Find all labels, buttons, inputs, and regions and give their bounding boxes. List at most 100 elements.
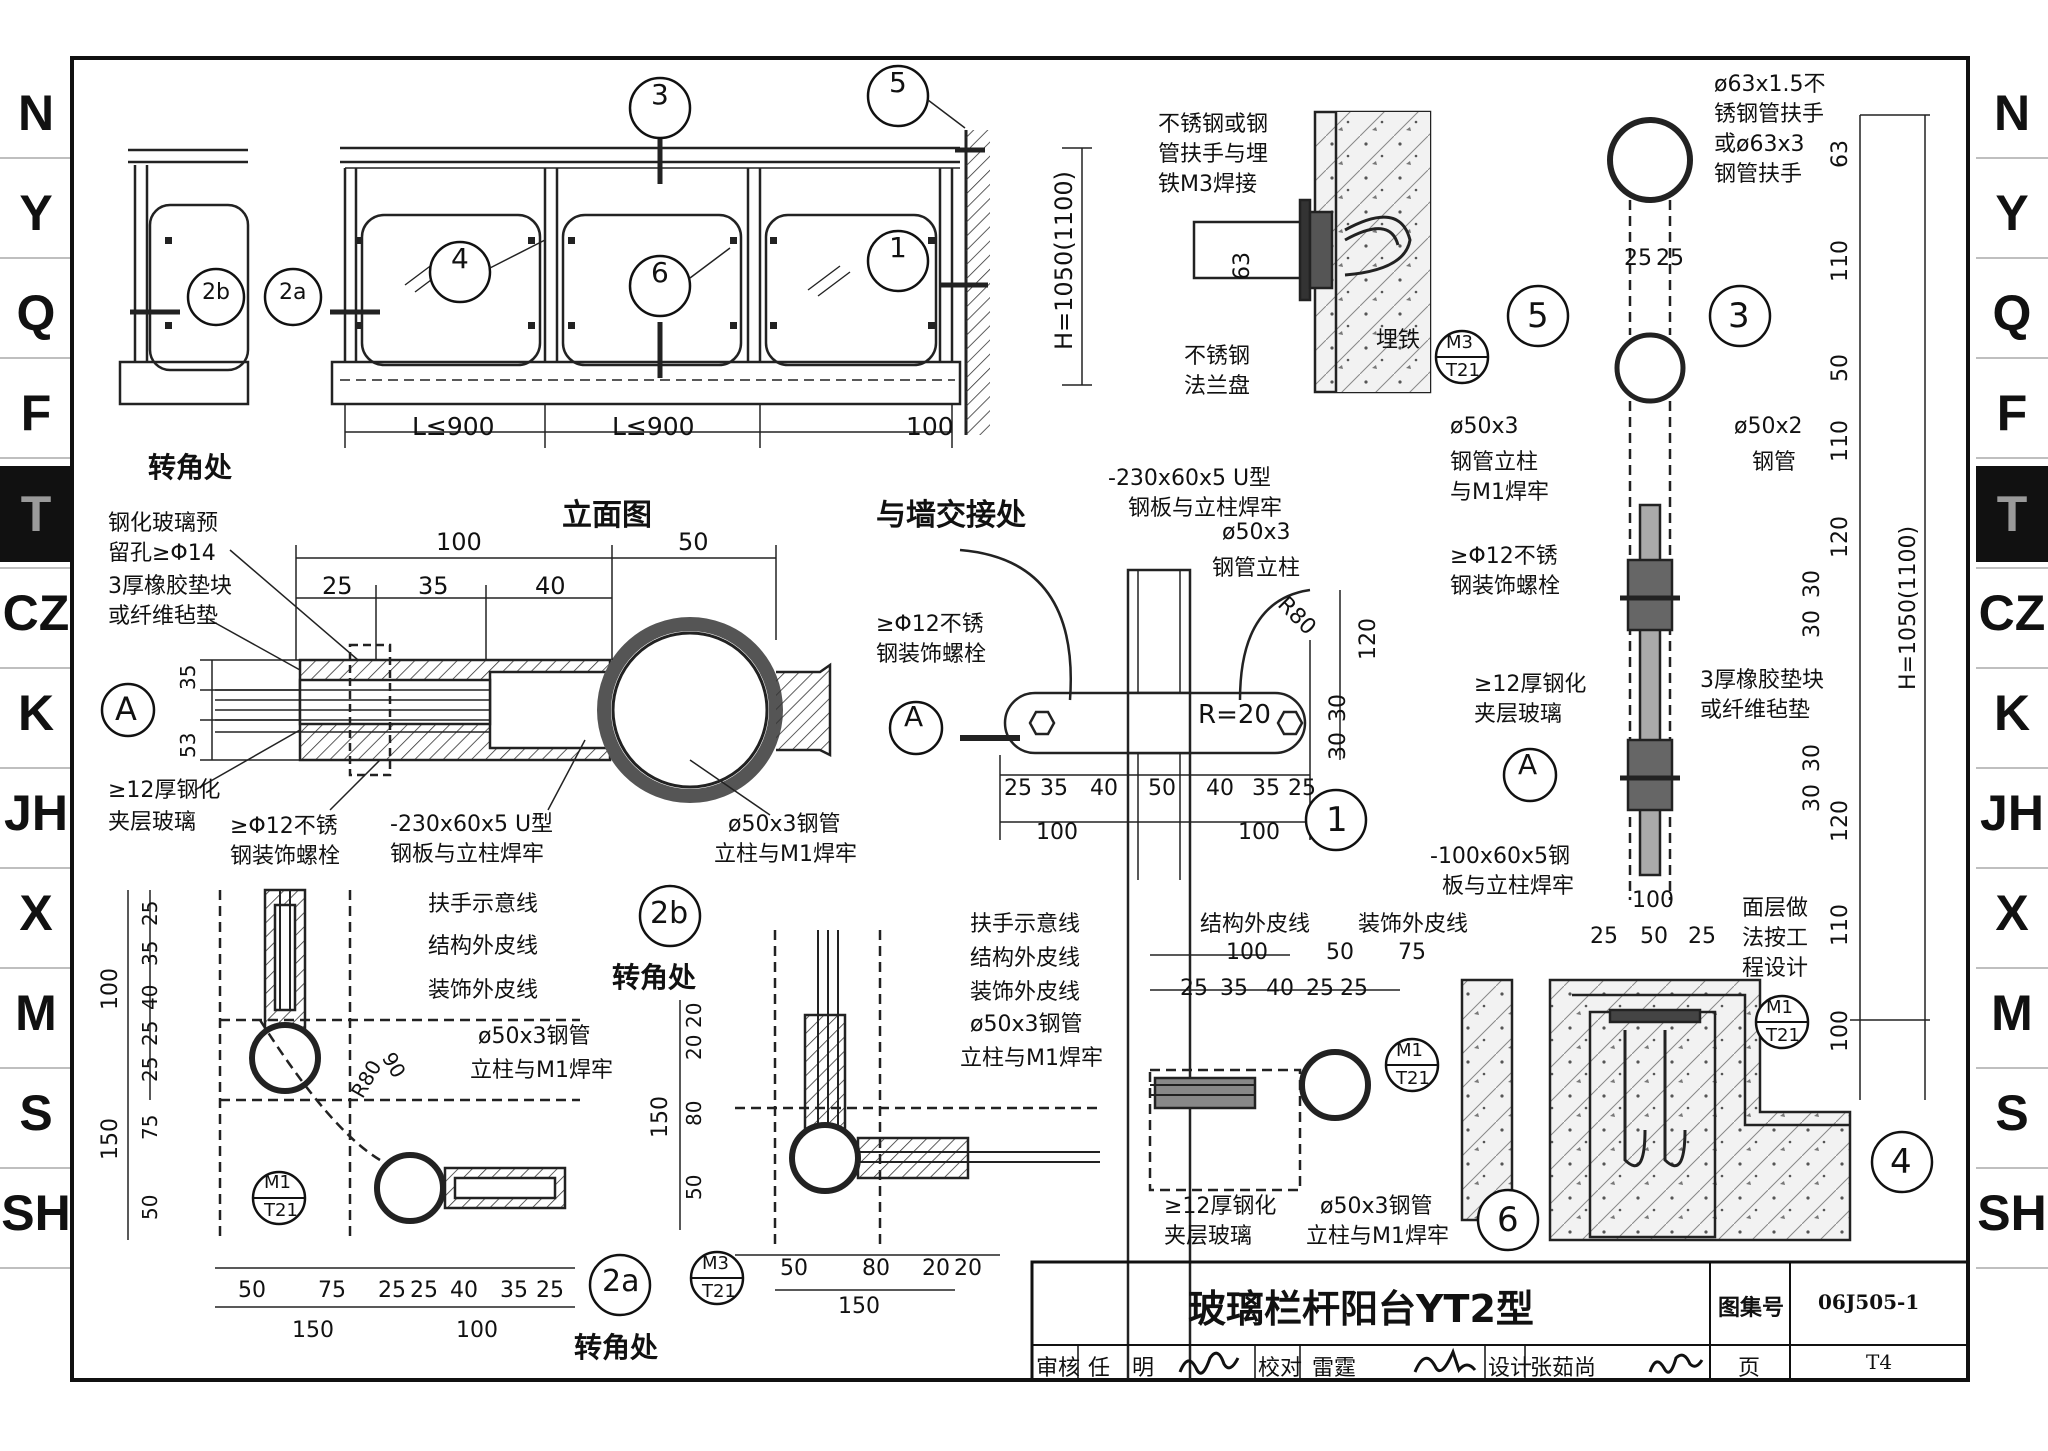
d3-dim-120v-2: 120: [1828, 800, 1853, 842]
d2b-corner-label: 转角处: [612, 961, 697, 994]
d2a-dim-75v: 75: [138, 1114, 162, 1140]
d2b-dim-150: 150: [838, 1294, 880, 1319]
index-tab-cz[interactable]: CZ: [2, 585, 70, 641]
d1-r20: R=20: [1198, 700, 1271, 730]
d2b-post-2: 立柱与M1焊牢: [960, 1046, 1103, 1071]
index-tab-f[interactable]: F: [20, 385, 52, 441]
d5-flange-1: 不锈钢: [1184, 344, 1251, 369]
corner-label-elevation: 转角处: [148, 451, 233, 484]
d1-post-1: ø50x3: [1222, 520, 1291, 545]
atlas-label: 图集号: [1718, 1296, 1785, 1321]
dim-a-53v: 53: [176, 732, 200, 758]
d2a-dim-25v-b: 25: [138, 1020, 162, 1046]
index-tab-n-right[interactable]: N: [1993, 85, 2031, 141]
index-tab-sh[interactable]: SH: [1, 1185, 71, 1241]
callout-2a: 2a: [279, 280, 307, 305]
d1-dim-40a: 40: [1090, 776, 1118, 801]
d5-marker-num: 5: [1527, 296, 1549, 336]
d2a-dim-150v: 150: [98, 1118, 123, 1160]
detail-3-section-a: [1502, 747, 1558, 803]
detail-2b: [679, 930, 1100, 1291]
note-glass-hole-2: 留孔≥Φ14: [108, 541, 216, 566]
index-tab-m[interactable]: M: [15, 985, 57, 1041]
detail-4: [1548, 978, 1852, 1242]
dim-a-35v: 35: [176, 664, 200, 690]
d1-marker-num: 1: [1326, 800, 1348, 840]
d3-pipe50-1: ø50x2: [1734, 414, 1803, 439]
d2a-corner-label: 转角处: [574, 1331, 659, 1364]
index-tab-cz-right[interactable]: CZ: [1978, 585, 2046, 641]
height-dim: H=1050(1100): [1050, 170, 1078, 350]
d3-finish-3: 程设计: [1742, 956, 1809, 981]
index-tab-f-right[interactable]: F: [1996, 385, 2028, 441]
index-tab-q-right[interactable]: Q: [1992, 285, 2032, 341]
detail-5-m3-marker: [1434, 329, 1490, 385]
note-post-1: ø50x3钢管: [728, 812, 841, 837]
d3-dim-25a: 25: [1624, 246, 1652, 271]
d5-embed: 埋铁: [1376, 328, 1421, 353]
d5-weld-1: 不锈钢或钢: [1158, 112, 1269, 137]
elevation-view: [118, 130, 1092, 448]
index-tab-t-right[interactable]: T: [1976, 466, 2048, 562]
index-tab-jh[interactable]: JH: [4, 785, 68, 841]
d3-plate100-2: 板与立柱焊牢: [1442, 874, 1575, 899]
d3-rubber-2: 或纤维毡垫: [1700, 698, 1811, 723]
d1-post-2: 钢管立柱: [1212, 556, 1301, 581]
callout-2b: 2b: [202, 280, 230, 305]
index-tab-k-right[interactable]: K: [1993, 685, 2031, 741]
d4-t21: T21: [1766, 1025, 1800, 1046]
detail-1-marker: [1304, 788, 1368, 852]
d3-section-a-letter: A: [1518, 748, 1538, 781]
section-a-marker: [100, 682, 156, 738]
index-tab-s[interactable]: S: [19, 1085, 53, 1141]
d3-finish-1: 面层做: [1742, 896, 1809, 921]
d2b-dim-20b: 20: [954, 1256, 982, 1281]
d2a-dim-100: 100: [456, 1318, 498, 1343]
dim-a-50: 50: [678, 528, 709, 556]
d2b-struct-line: 结构外皮线: [970, 946, 1081, 971]
d2a-dim-75: 75: [318, 1278, 346, 1303]
index-tab-s-right[interactable]: S: [1995, 1085, 2029, 1141]
note-bolt-1: ≥Φ12不锈: [230, 814, 338, 839]
d6-t21: T21: [1396, 1068, 1430, 1089]
index-tab-n[interactable]: N: [17, 85, 55, 141]
d1-bolt-2: 钢装饰螺栓: [876, 642, 987, 667]
d2a-dim-50v: 50: [138, 1194, 162, 1220]
index-tab-k[interactable]: K: [17, 685, 55, 741]
d2a-dim-150: 150: [292, 1318, 334, 1343]
d3-plate100-1: -100x60x5钢: [1430, 844, 1570, 869]
index-tab-y-right[interactable]: Y: [1995, 185, 2029, 241]
elevation-bolts: [165, 237, 935, 329]
d2a-post-1: ø50x3钢管: [478, 1024, 591, 1049]
index-tab-sh-right[interactable]: SH: [1977, 1185, 2047, 1241]
d6-dim-35: 35: [1220, 976, 1248, 1001]
detail-3-marker: [1708, 284, 1772, 348]
detail-3-section: [1607, 114, 1930, 1100]
d3-bolt-2: 钢装饰螺栓: [1450, 574, 1561, 599]
side-tab-rules: [0, 157, 2048, 1269]
index-tab-x[interactable]: X: [19, 885, 53, 941]
d6-glass-2: 夹层玻璃: [1164, 1224, 1253, 1249]
d3-dim-110v-3: 110: [1828, 904, 1853, 946]
index-tab-x-right[interactable]: X: [1995, 885, 2029, 941]
dim-a-25: 25: [322, 572, 353, 600]
d3-dim-110v-1: 110: [1828, 240, 1853, 282]
d1-uplate-1: -230x60x5 U型: [1108, 466, 1272, 491]
index-tab-q[interactable]: Q: [16, 285, 56, 341]
d1-section-a-letter: A: [904, 700, 924, 733]
d2a-dim-25a: 25: [378, 1278, 406, 1303]
note-post-2: 立柱与M1焊牢: [714, 842, 857, 867]
d3-postm1-3: 与M1焊牢: [1450, 480, 1549, 505]
d1-uplate-2: 钢板与立柱焊牢: [1128, 496, 1283, 521]
d6-dim-100: 100: [1226, 940, 1268, 965]
index-tab-y[interactable]: Y: [19, 185, 53, 241]
dim-a-40: 40: [535, 572, 566, 600]
index-tab-m-right[interactable]: M: [1991, 985, 2033, 1041]
design-label: 设计: [1488, 1356, 1533, 1381]
index-tab-t[interactable]: T: [0, 466, 72, 562]
d2b-deco-line: 装饰外皮线: [970, 980, 1081, 1005]
d3-glass-2: 夹层玻璃: [1474, 702, 1563, 727]
index-tab-jh-right[interactable]: JH: [1980, 785, 2044, 841]
d6-dim-25b: 25: [1306, 976, 1334, 1001]
d3-marker-num: 3: [1728, 296, 1750, 336]
